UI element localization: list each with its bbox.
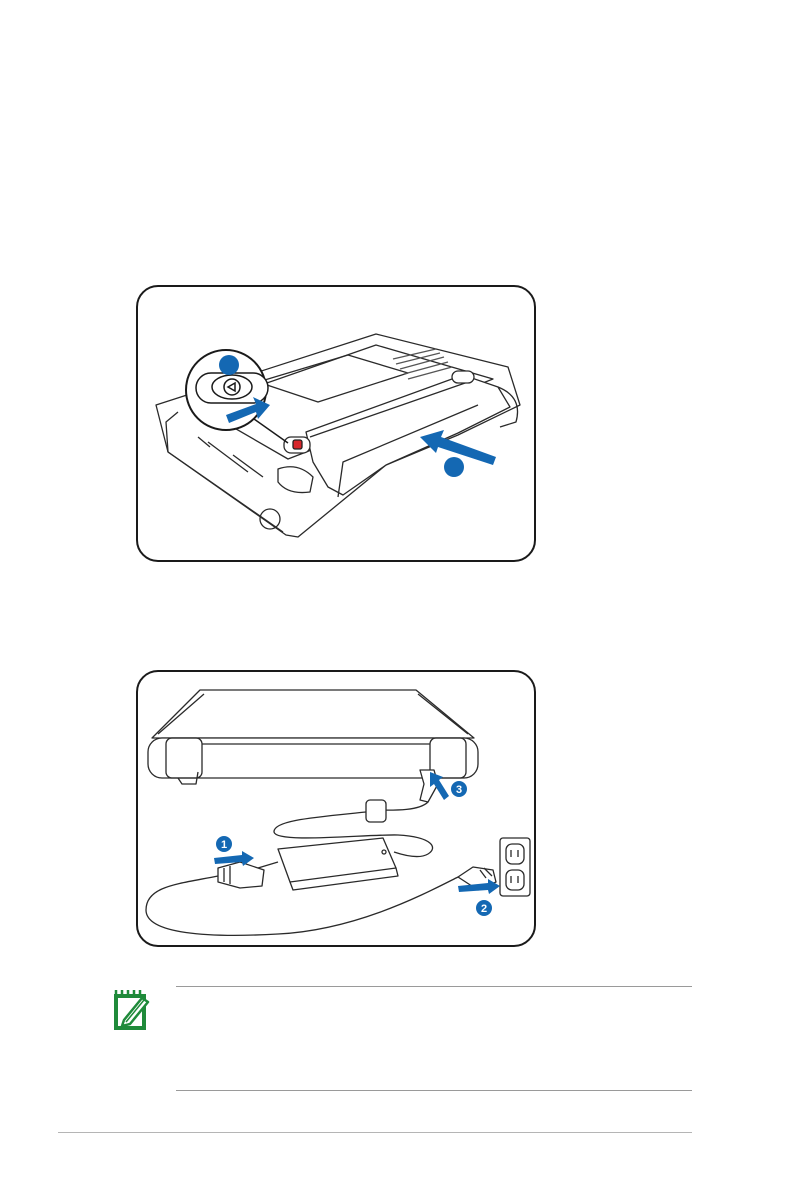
battery-install-illustration [138,287,536,562]
step-number-2: 2 [481,903,487,915]
step-callout-3: 3 [451,781,467,797]
note-pencil-icon [112,986,154,1032]
note-divider-bottom [176,1090,692,1091]
step-callout-1: 1 [216,836,232,852]
ac-connector [218,862,264,888]
power-adapter-figure: 1 2 3 [136,670,536,947]
footer-divider [58,1132,692,1133]
battery-latch-right [452,371,474,383]
wall-outlet [500,838,530,896]
note-divider-top [176,986,692,987]
battery-install-figure [136,285,536,562]
callout-circle-lock [219,355,239,375]
step-callout-2: 2 [476,900,492,916]
step-number-1: 1 [221,839,227,851]
step-number-3: 3 [456,784,462,796]
power-adapter-illustration: 1 2 3 [138,672,536,947]
callout-circle-insert [444,457,464,477]
ferrite-core [366,800,386,822]
power-brick [278,838,396,882]
